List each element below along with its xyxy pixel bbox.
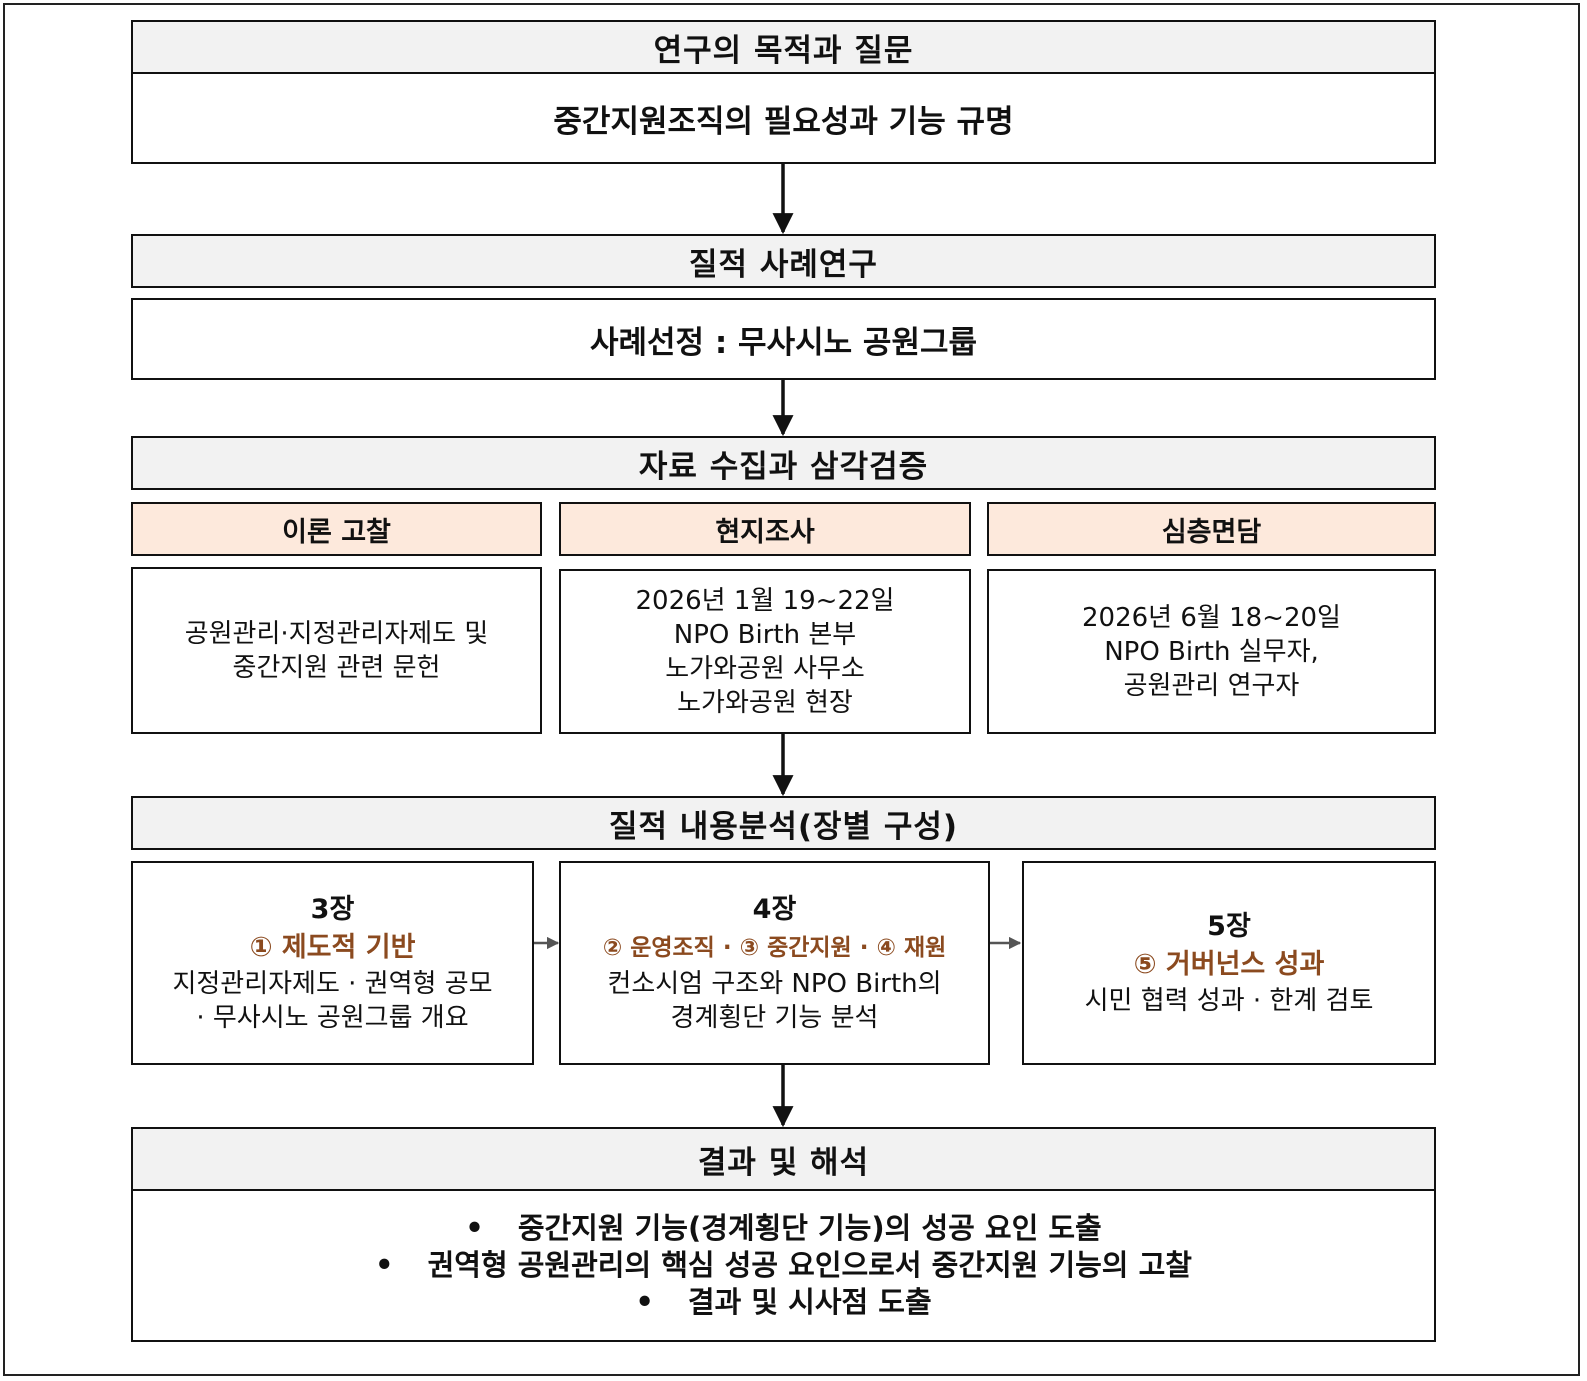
- s4-chapter-3: 3장 ① 제도적 기반 지정관리자제도 · 권역형 공모 · 무사시노 공원그룹…: [131, 861, 534, 1065]
- bullet-dot-icon: •: [375, 1248, 394, 1282]
- chapter-3-desc-line: 지정관리자제도 · 권역형 공모: [172, 969, 493, 999]
- s3-header: 자료 수집과 삼각검증: [131, 436, 1436, 490]
- outer-frame: [3, 3, 1580, 1376]
- s3-header-text: 자료 수집과 삼각검증: [638, 448, 929, 485]
- chapter-3-title: ① 제도적 기반: [249, 932, 416, 963]
- s3-label-interview: 심층면담: [987, 502, 1436, 556]
- s1-content: 중간지원조직의 필요성과 기능 규명: [131, 72, 1436, 164]
- chapter-5-desc-line: 시민 협력 성과 · 한계 검토: [1084, 986, 1374, 1016]
- s2-header: 질적 사례연구: [131, 234, 1436, 288]
- chapter-4-desc-line: 컨소시엄 구조와 NPO Birth의: [607, 969, 942, 999]
- s5-content: •중간지원 기능(경계횡단 기능)의 성공 요인 도출 •권역형 공원관리의 핵…: [131, 1189, 1436, 1342]
- s3-theory-line: 공원관리·지정관리자제도 및: [184, 618, 489, 649]
- result-bullet-item: • 결과 및 시사점 도출: [635, 1284, 931, 1321]
- chapter-5-number: 5장: [1207, 911, 1251, 942]
- chapter-3-desc-line: · 무사시노 공원그룹 개요: [196, 1003, 469, 1033]
- chapter-5-title: ⑤ 거버넌스 성과: [1133, 949, 1325, 980]
- s2-content-text: 사례선정 : 무사시노 공원그룹: [589, 324, 977, 361]
- s3-body-fieldwork: 2026년 1월 19~22일 NPO Birth 본부 노가와공원 사무소 노…: [559, 569, 971, 734]
- result-bullet-item: • 중간지원 기능(경계횡단 기능)의 성공 요인 도출: [465, 1210, 1101, 1247]
- s4-header-text: 질적 내용분석(장별 구성): [608, 808, 959, 845]
- s3-label-interview-text: 심층면담: [1161, 516, 1262, 548]
- result-bullet-text: 권역형 공원관리의 핵심 성공 요인으로서 중간지원 기능의 고찰: [427, 1248, 1192, 1282]
- result-bullet-text: 중간지원 기능(경계횡단 기능)의 성공 요인 도출: [517, 1211, 1102, 1245]
- s3-body-theory: 공원관리·지정관리자제도 및 중간지원 관련 문헌: [131, 567, 542, 734]
- s1-header-text: 연구의 목적과 질문: [653, 32, 914, 69]
- s3-fieldwork-line: 노가와공원 현장: [677, 687, 853, 718]
- s2-content: 사례선정 : 무사시노 공원그룹: [131, 298, 1436, 380]
- chapter-4-number: 4장: [752, 894, 797, 925]
- s3-interview-line: 2026년 6월 18~20일: [1082, 602, 1341, 633]
- result-bullet-text: 결과 및 시사점 도출: [687, 1285, 932, 1319]
- chapter-4-title: ② 운영조직 · ③ 중간지원 · ④ 재원: [602, 935, 947, 961]
- s3-label-theory-text: 이론 고찰: [282, 516, 391, 548]
- s5-header-text: 결과 및 해석: [697, 1144, 870, 1181]
- bullet-dot-icon: •: [635, 1285, 654, 1319]
- s3-fieldwork-line: 2026년 1월 19~22일: [635, 585, 895, 616]
- chapter-4-desc-line: 경계횡단 기능 분석: [670, 1003, 879, 1033]
- s3-body-interview: 2026년 6월 18~20일 NPO Birth 실무자, 공원관리 연구자: [987, 569, 1436, 734]
- chapter-3-number: 3장: [310, 894, 355, 925]
- s3-label-fieldwork-text: 현지조사: [715, 516, 815, 548]
- s3-label-fieldwork: 현지조사: [559, 502, 971, 556]
- s5-header: 결과 및 해석: [131, 1127, 1436, 1191]
- bullet-dot-icon: •: [465, 1211, 484, 1245]
- s2-header-text: 질적 사례연구: [689, 246, 878, 283]
- s3-fieldwork-line: NPO Birth 본부: [673, 619, 857, 650]
- s3-fieldwork-line: 노가와공원 사무소: [665, 653, 865, 684]
- s4-header: 질적 내용분석(장별 구성): [131, 796, 1436, 850]
- s3-label-theory: 이론 고찰: [131, 502, 542, 556]
- s1-content-text: 중간지원조직의 필요성과 기능 규명: [553, 103, 1014, 140]
- s3-theory-line: 중간지원 관련 문헌: [232, 652, 441, 683]
- s4-chapter-5: 5장 ⑤ 거버넌스 성과 시민 협력 성과 · 한계 검토: [1022, 861, 1436, 1065]
- s3-interview-line: 공원관리 연구자: [1123, 670, 1300, 701]
- result-bullet-item: • 권역형 공원관리의 핵심 성공 요인으로서 중간지원 기능의 고찰: [375, 1247, 1192, 1284]
- s4-chapter-4: 4장 ② 운영조직 · ③ 중간지원 · ④ 재원 컨소시엄 구조와 NPO B…: [559, 861, 990, 1065]
- s3-interview-line: NPO Birth 실무자,: [1104, 636, 1319, 667]
